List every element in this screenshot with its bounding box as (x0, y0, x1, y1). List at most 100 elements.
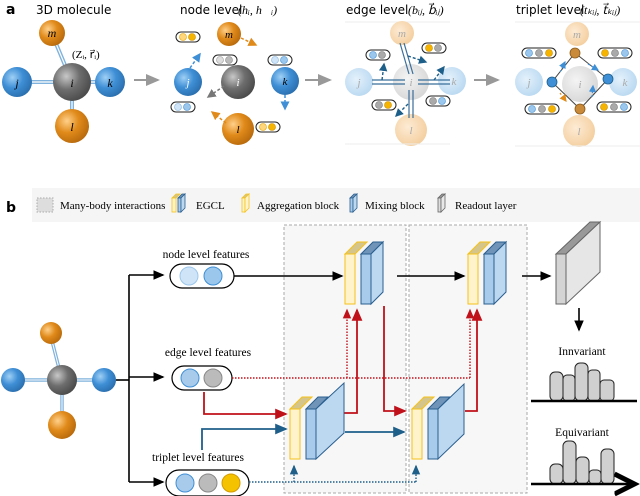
atom-m (39, 20, 65, 46)
atom-label-m: m (225, 29, 233, 41)
edge-node (574, 103, 586, 115)
direction-arrow (588, 84, 597, 98)
readout-layer (554, 220, 602, 306)
atom-label-l: l (409, 125, 412, 137)
atom-i (221, 65, 255, 99)
stage-node-level: node level (hᵢ, h⃗ᵢ) m j i k l (170, 3, 299, 145)
egcl-block-icon (171, 193, 186, 213)
atom-label-j: j (184, 77, 189, 89)
triplet-features-label: triplet level features (152, 452, 244, 464)
egcl-edge-2 (410, 382, 465, 461)
legend-label: Mixing block (365, 200, 425, 212)
direction-arrow (189, 52, 201, 69)
egcl-edge-1 (288, 381, 345, 461)
edge-node (602, 73, 614, 85)
atom-label-k: k (283, 76, 289, 88)
edge-bonds (372, 42, 450, 118)
stage-title: triplet level (516, 3, 584, 17)
atom-label-l: l (577, 126, 580, 138)
legend-label: Readout layer (455, 200, 517, 212)
atom-label-i: i (578, 79, 581, 91)
atom-i (393, 64, 429, 100)
stage-3d-molecule: 3D molecule m j i k l (Zᵢ, r⃗ᵢ) (2, 3, 125, 143)
atom-j (174, 68, 202, 96)
atom-label-l: l (236, 124, 239, 136)
invariant-histogram (549, 362, 615, 402)
atom-k (271, 67, 299, 95)
atom-k (438, 67, 466, 95)
atom-l (55, 109, 89, 143)
legend-label: EGCL (196, 200, 225, 212)
edge-features-label: edge level features (165, 347, 252, 359)
stage-edge-level: edge level (bᵢⱼ, b⃗ᵢⱼ) m j i k l (345, 2, 466, 146)
edge-to-egcl-2 (383, 306, 407, 417)
atom (47, 365, 77, 395)
atom-label-m: m (48, 26, 57, 40)
atom-j (345, 68, 373, 96)
equivariant-histogram (549, 440, 615, 485)
edge-to-node-egcl-1 (344, 308, 363, 414)
panel-a-label: a (6, 2, 15, 18)
atom-label-k: k (107, 76, 113, 90)
direction-arrow (206, 85, 225, 98)
node-features-label: node level features (163, 249, 250, 261)
atom-label-j: j (525, 77, 530, 89)
direction-arrow (559, 60, 566, 73)
triplet-feature-pills (521, 47, 633, 115)
atom-j (2, 67, 32, 97)
direction-arrow (378, 62, 388, 81)
stage-title: edge level (346, 3, 408, 17)
atom-label-i: i (236, 77, 239, 89)
readout-layer-icon (437, 193, 446, 213)
atom-j (515, 68, 543, 96)
input-molecule (1, 322, 116, 439)
stage-math: (tₖᵢⱼ, t⃗ₖᵢⱼ) (580, 2, 620, 17)
direction-arrow (240, 37, 258, 46)
stage-math: (hᵢ, h⃗ᵢ) (238, 3, 277, 17)
direction-arrow (587, 63, 600, 71)
atom-i (562, 66, 598, 102)
atom-l (563, 115, 595, 147)
atom-k (95, 67, 125, 97)
edge-flow (203, 306, 483, 420)
aggregation-block-icon (241, 193, 250, 213)
stage-title: node level (180, 3, 242, 17)
atom-label-j: j (355, 77, 360, 89)
atom-m (390, 21, 414, 45)
node-feature-pills (170, 31, 293, 133)
atom-k (609, 68, 637, 96)
atom-label-l: l (70, 120, 74, 134)
atom-label-k: k (623, 77, 629, 89)
direction-arrow (395, 103, 409, 117)
direction-arrow (210, 111, 227, 124)
stage-title: 3D molecule (36, 3, 111, 17)
atom-label-m: m (573, 29, 581, 41)
edge-feature-pills (365, 42, 451, 111)
atom-label-j: j (13, 76, 19, 90)
atom (40, 322, 62, 344)
atom (48, 411, 76, 439)
mixing-block-icon (349, 193, 358, 213)
input-branches (116, 270, 165, 487)
equivariant-label: Equivariant (555, 427, 609, 439)
atom-l (222, 113, 254, 145)
atom-m (565, 22, 589, 46)
atom-label-i: i (409, 77, 412, 89)
stage-math: (bᵢⱼ, b⃗ᵢⱼ) (408, 2, 444, 17)
direction-arrow (407, 55, 428, 64)
direction-arrow (433, 65, 445, 81)
edge-to-node-egcl-2 (465, 308, 483, 412)
legend: Many-body interactions EGCL Aggregation … (32, 188, 640, 222)
node-features-pill (169, 263, 235, 289)
atom-label-m: m (398, 28, 406, 40)
triplet-features-pill (165, 469, 250, 496)
triplet-flow (201, 423, 421, 483)
dashed-box-icon (36, 197, 54, 213)
edge-features-pill (171, 365, 233, 391)
edge-node (569, 47, 581, 59)
egcl-node-1 (343, 240, 385, 306)
legend-label: Many-body interactions (60, 200, 165, 212)
atom-label-k: k (452, 76, 458, 88)
triplet-to-egcl-1 (201, 423, 288, 450)
